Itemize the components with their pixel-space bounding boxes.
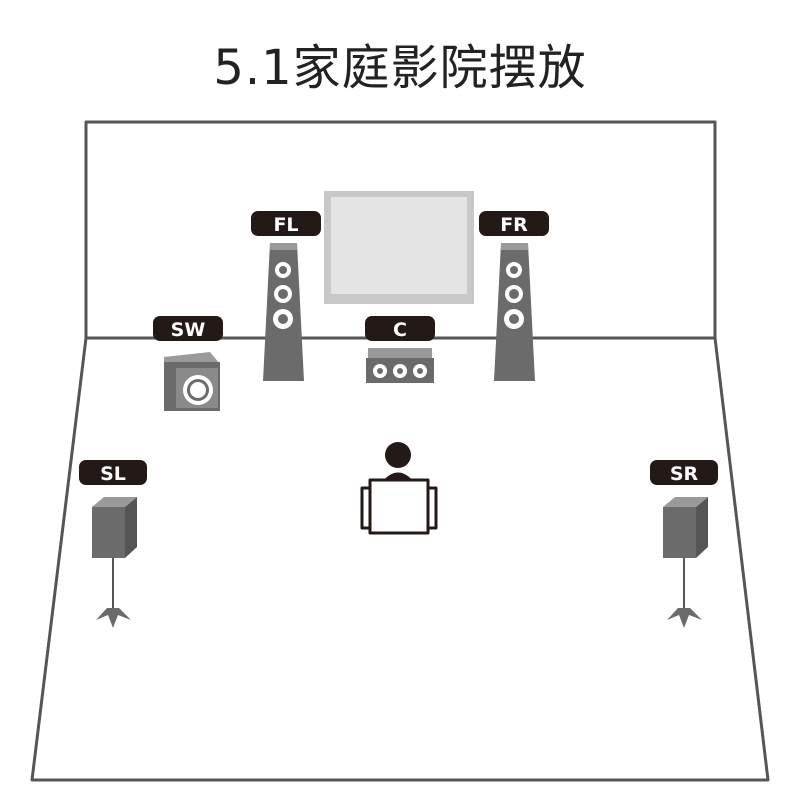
page-title: 5.1家庭影院摆放	[213, 40, 587, 96]
label-fr: FR	[479, 211, 549, 236]
surround-left-speaker	[92, 497, 137, 628]
label-sl-text: SL	[100, 463, 126, 485]
label-fl: FL	[251, 211, 321, 236]
listener-head	[385, 442, 411, 468]
floor	[30, 336, 770, 782]
label-sl: SL	[79, 460, 147, 485]
surround-right-speaker	[663, 497, 708, 628]
chair	[360, 478, 438, 535]
label-fr-text: FR	[500, 214, 528, 236]
listener	[360, 442, 438, 535]
label-sw: SW	[153, 316, 223, 341]
subwoofer	[164, 352, 220, 411]
label-sr: SR	[650, 460, 718, 485]
label-c: C	[365, 316, 435, 341]
label-fl-text: FL	[273, 214, 298, 236]
front-left-speaker	[263, 243, 304, 381]
label-sw-text: SW	[171, 319, 206, 341]
front-right-speaker	[494, 243, 535, 381]
tv	[324, 191, 474, 304]
label-sr-text: SR	[670, 463, 699, 485]
label-c-text: C	[393, 319, 407, 341]
center-speaker	[366, 348, 434, 383]
